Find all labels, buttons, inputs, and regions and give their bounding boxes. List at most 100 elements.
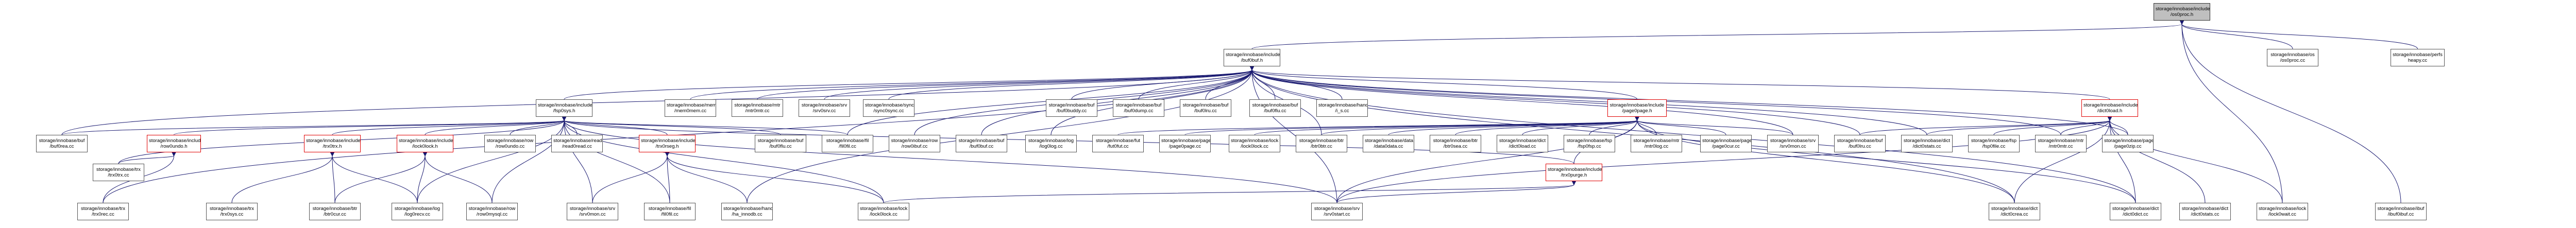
node-fsp0sys-h[interactable]: storage/innobase/include /fsp0sys.h <box>536 99 592 117</box>
node-log0log-cc[interactable]: storage/innobase/log /log0log.cc <box>1025 135 1077 152</box>
node-btr0btr-cc[interactable]: storage/innobase/btr /btr0btr.cc <box>1296 135 1347 152</box>
node-label: /dict0load.h <box>2097 108 2123 114</box>
node-label: /fsp0file.cc <box>1982 144 2006 149</box>
node-dict0dict2-cc[interactable]: storage/innobase/dict /dict0dict.cc <box>2110 203 2161 220</box>
node-srv0mon-cc[interactable]: storage/innobase/srv /srv0mon.cc <box>1767 135 1819 152</box>
node-row0undo-h[interactable]: storage/innobase/include /row0undo.h <box>147 135 201 152</box>
node-srv0start-cc[interactable]: storage/innobase/srv /srv0start.cc <box>1311 203 1363 220</box>
node-buf0lru2-cc[interactable]: storage/innobase/buf /buf0lru.cc <box>1834 135 1886 152</box>
node-label: /os0proc.cc <box>2280 58 2306 63</box>
node-lock0lock2-cc[interactable]: storage/innobase/lock /lock0lock.cc <box>858 203 909 220</box>
node-mtr0mtr2-cc[interactable]: storage/innobase/mtr /mtr0mtr.cc <box>2035 135 2087 152</box>
node-label: /srv0srv.cc <box>812 108 836 114</box>
edge <box>1321 116 1639 135</box>
node-fil0fil2-cc[interactable]: storage/innobase/fil /fil0fil.cc <box>644 203 696 220</box>
node-log0recv-cc[interactable]: storage/innobase/log /log0recv.cc <box>392 203 443 220</box>
node-label: /row0mysql.cc <box>476 212 508 217</box>
node-pageinfo-h[interactable]: storage/innobase/include /page0page.h <box>1607 99 1667 117</box>
node-row0row-cc[interactable]: storage/innobase/row /row0undo.cc <box>484 135 536 152</box>
node-buf0flu-main-cc[interactable]: storage/innobase/buf /buf0flu.cc <box>1249 99 1301 117</box>
edge <box>1336 116 2112 203</box>
node-mtr0mtr-cc[interactable]: storage/innobase/mtr /mtr0mtr.cc <box>732 99 783 117</box>
edge <box>824 66 1255 100</box>
edge <box>665 152 748 203</box>
node-row0sync-cc[interactable]: storage/innobase/sync /sync0sync.cc <box>863 99 914 117</box>
node-data0data-cc[interactable]: storage/innobase/data /data0data.cc <box>1363 135 1414 152</box>
node-trx0rseg-h[interactable]: storage/innobase/include /trx0rseg.h <box>639 135 696 152</box>
node-trx0rec-cc[interactable]: storage/innobase/trx /trx0rec.cc <box>77 203 129 220</box>
edge <box>417 152 428 203</box>
node-label: storage/innobase/include <box>2156 6 2210 12</box>
node-label: storage/innobase/mtr <box>2038 138 2084 144</box>
node-trx0purge-h[interactable]: storage/innobase/include /trx0purge.h <box>1546 164 1602 181</box>
node-buf0flu-cc[interactable]: storage/innobase/buf /buf0flu.cc <box>755 135 806 152</box>
node-lock0wait-cc[interactable]: storage/innobase/lock /lock0wait.cc <box>2257 203 2308 220</box>
node-label: storage/innobase/fut <box>1095 138 1141 144</box>
node-buf0buf-h[interactable]: storage/innobase/include /buf0buf.h <box>1224 49 1280 66</box>
node-sys0sys-cc[interactable]: storage/innobase/srv /srv0srv.cc <box>799 99 850 117</box>
edge <box>1254 116 1639 135</box>
edge <box>330 152 418 203</box>
edge <box>2107 116 2206 203</box>
edge <box>665 152 670 203</box>
node-label: /buf0rea.cc <box>49 144 74 149</box>
node-label: /srv0start.cc <box>1324 212 1350 217</box>
node-btr0sea-cc[interactable]: storage/innobase/btr /btr0sea.cc <box>1430 135 1481 152</box>
node-trx0trx-h[interactable]: storage/innobase/include /trx0trx.h <box>304 135 361 152</box>
node-ha-innodb-cc[interactable]: storage/innobase/handler /ha_innodb.cc <box>721 203 773 220</box>
node-page0cur-cc[interactable]: storage/innobase/page /page0cur.cc <box>1700 135 1752 152</box>
node-label: storage/innobase/buf <box>958 138 1005 144</box>
node-label: storage/innobase/lock <box>2259 206 2307 212</box>
node-fsp0fsp-cc[interactable]: storage/innobase/fsp /fsp0fsp.cc <box>1564 135 1615 152</box>
edge <box>231 152 335 203</box>
node-label: /trx0sys.cc <box>220 212 244 217</box>
node-label: /buf0buf.h <box>1241 58 1263 63</box>
node-dict0stats2-cc[interactable]: storage/innobase/dict /dict0stats.cc <box>2179 203 2231 220</box>
node-label: /trx0purge.h <box>1561 172 1587 178</box>
node-page0zip-cc[interactable]: storage/innobase/page /page0zip.cc <box>2102 135 2154 152</box>
edge <box>1336 181 1577 203</box>
node-dict0stats-cc[interactable]: storage/innobase/dict /dict0stats.cc <box>1901 135 1953 152</box>
node-label: /buf0buf.cc <box>969 144 994 149</box>
node-mtr0log-cc[interactable]: storage/innobase/mtr /mtr0log.cc <box>1631 135 1682 152</box>
node-srv0mon2-cc[interactable]: storage/innobase/srv /srv0mon.cc <box>567 203 618 220</box>
node-root[interactable]: storage/innobase/include /os0proc.h <box>2154 3 2210 21</box>
node-label: /lock0lock.cc <box>1241 144 1268 149</box>
node-trx0sys-cc[interactable]: storage/innobase/trx /trx0sys.cc <box>206 203 258 220</box>
node-dict0dict-cc[interactable]: storage/innobase/dict /dict0load.cc <box>1497 135 1548 152</box>
edge <box>422 152 493 203</box>
node-row0ibuf-cc[interactable]: storage/innobase/row /row0ibuf.cc <box>889 135 940 152</box>
node-handler-cc[interactable]: storage/innobase/handler /i_s.cc <box>1316 99 1368 117</box>
node-heapy-cc[interactable]: storage/innobase/perfs heapy.cc <box>2391 49 2445 66</box>
node-dict0load-h[interactable]: storage/innobase/include /dict0load.h <box>2081 99 2138 117</box>
node-buf0dump-cc[interactable]: storage/innobase/buf /buf0dump.cc <box>1113 99 1164 117</box>
node-fil0fil-cc[interactable]: storage/innobase/fil /fil0fil.cc <box>822 135 873 152</box>
node-buf0buddy-cc[interactable]: storage/innobase/buf /buf0buddy.cc <box>1046 99 1097 117</box>
node-fsp0file-cc[interactable]: storage/innobase/fsp /fsp0file.cc <box>1968 135 2020 152</box>
edge <box>564 66 1255 100</box>
node-mem-cc[interactable]: storage/innobase/mem /mem0mem.cc <box>665 99 716 117</box>
node-fut0fut-cc[interactable]: storage/innobase/fut /fut0fut.cc <box>1092 135 1144 152</box>
node-label: storage/innobase/read <box>553 138 602 144</box>
node-page0page-cc[interactable]: storage/innobase/page /page0page.cc <box>1159 135 1211 152</box>
edge <box>332 116 567 135</box>
edge <box>562 116 781 135</box>
node-lock0lock-cc[interactable]: storage/innobase/lock /lock0lock.cc <box>1229 135 1280 152</box>
edge <box>425 116 567 135</box>
node-label: storage/innobase/fsp <box>1971 138 2017 144</box>
edge <box>492 116 567 203</box>
node-buf0lru-cc[interactable]: storage/innobase/buf /buf0lru.cc <box>1180 99 1231 117</box>
node-trx0trx-cc[interactable]: storage/innobase/trx /trx0trx.cc <box>93 164 144 181</box>
node-row0mysql-cc[interactable]: storage/innobase/row /row0mysql.cc <box>466 203 518 220</box>
node-buf0buf-cc[interactable]: storage/innobase/buf /buf0buf.cc <box>956 135 1007 152</box>
edge <box>118 152 176 164</box>
node-read0read-cc[interactable]: storage/innobase/read /read0read.cc <box>551 135 603 152</box>
node-label: storage/innobase/dict <box>1903 138 1951 144</box>
node-dict0crea-cc[interactable]: storage/innobase/dict /dict0crea.cc <box>1989 203 2040 220</box>
node-btr0cur-cc[interactable]: storage/innobase/btr /btr0cur.cc <box>309 203 361 220</box>
node-os0proc-cc[interactable]: storage/innobase/os /os0proc.cc <box>2267 49 2318 66</box>
node-lock0lock-h[interactable]: storage/innobase/include /lock0lock.h <box>397 135 453 152</box>
node-ibuf-cc[interactable]: storage/innobase/ibuf /ibuf0ibuf.cc <box>2375 203 2427 220</box>
edge <box>1522 116 1639 135</box>
node-buf0rea-cc[interactable]: storage/innobase/buf /buf0rea.cc <box>36 135 88 152</box>
